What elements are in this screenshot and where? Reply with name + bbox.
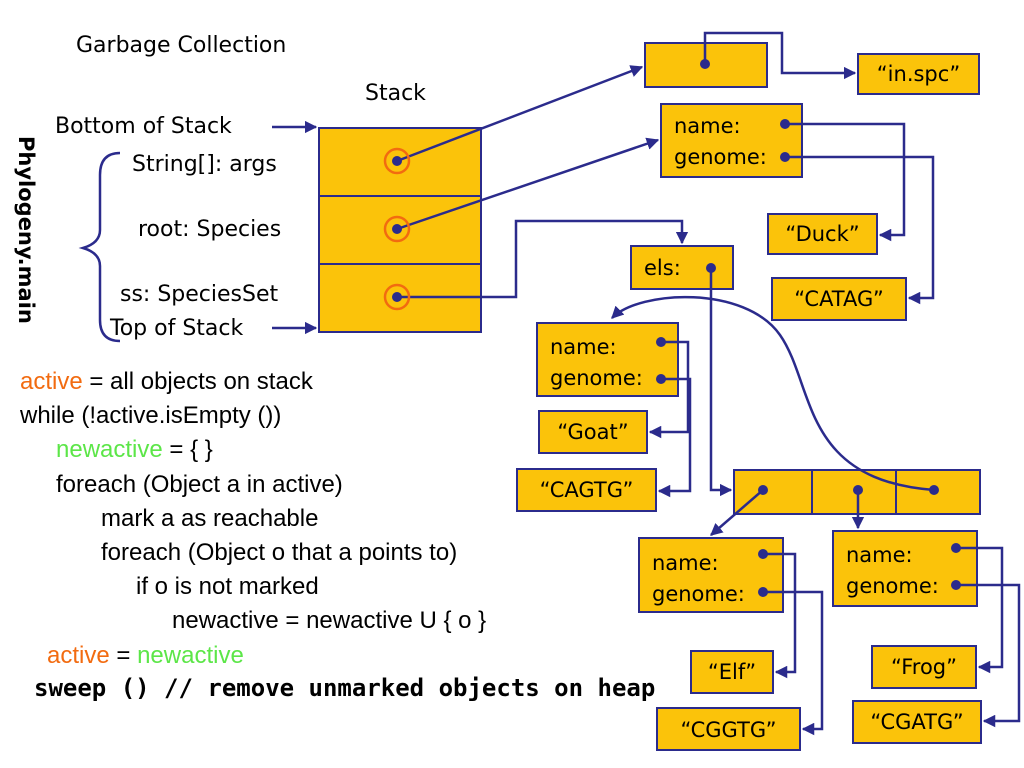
cgatg-text: “CGATG” <box>870 710 964 734</box>
frog-name-ptr <box>956 546 1004 674</box>
cell0-pointer <box>710 489 764 536</box>
code-line-9: active = newactive <box>47 642 244 669</box>
cagtg-text: “CAGTG” <box>539 478 634 502</box>
duck-text: “Duck” <box>785 222 860 246</box>
cggtg-box: “CGGTG” <box>656 707 801 751</box>
frog-genome-label: genome: <box>846 574 939 598</box>
goat-name-label: name: <box>550 335 617 359</box>
top-of-stack-label: Top of Stack <box>110 316 244 341</box>
elf-species-box: name: genome: <box>638 537 784 613</box>
duck-box: “Duck” <box>767 213 878 255</box>
elf-box: “Elf” <box>690 650 774 694</box>
code-line-1: active = all objects on stack <box>20 368 313 395</box>
args-pointer <box>396 65 644 163</box>
in-spc-box: “in.spc” <box>857 53 980 95</box>
cggtg-text: “CGGTG” <box>680 718 777 742</box>
in-spc-text: “in.spc” <box>876 62 961 86</box>
goat-genome-label: genome: <box>550 366 643 390</box>
root-species-box: name: genome: <box>660 103 803 178</box>
frog-name-label: name: <box>846 543 913 567</box>
ss-pointer <box>397 219 689 299</box>
root-name-label: name: <box>674 114 741 138</box>
root-pointer <box>396 137 660 231</box>
elf-text: “Elf” <box>707 660 757 684</box>
frog-species-box: name: genome: <box>832 530 978 607</box>
cgatg-box: “CGATG” <box>852 700 982 744</box>
elf-name-label: name: <box>652 551 719 575</box>
code-line-4: foreach (Object a in active) <box>56 471 343 498</box>
elf-genome-ptr <box>763 590 824 736</box>
root-name-ptr <box>785 122 906 242</box>
goat-genome-ptr <box>657 377 692 498</box>
code-line-7: if o is not marked <box>136 573 319 600</box>
cagtg-box: “CAGTG” <box>516 468 657 512</box>
goat-box: “Goat” <box>538 410 648 454</box>
els-label: els: <box>644 256 681 280</box>
goat-name-ptr <box>648 340 690 439</box>
stack-var-root: root: Species <box>138 217 282 242</box>
catag-box: “CATAG” <box>771 277 907 321</box>
els-pointer <box>709 268 733 497</box>
slide-title: Garbage Collection <box>76 33 287 58</box>
root-genome-ptr <box>785 155 935 305</box>
els-box: els: <box>630 245 734 290</box>
frog-box: “Frog” <box>871 645 977 689</box>
code-line-8: newactive = newactive U { o } <box>172 607 487 634</box>
root-genome-label: genome: <box>674 145 767 169</box>
goat-species-box: name: genome: <box>536 322 679 397</box>
bottom-of-stack-label: Bottom of Stack <box>55 114 232 139</box>
goat-text: “Goat” <box>557 420 629 444</box>
frog-genome-ptr <box>956 583 1021 728</box>
frog-text: “Frog” <box>890 655 957 679</box>
stack-var-ss: ss: SpeciesSet <box>120 282 279 307</box>
code-line-3: newactive = { } <box>56 436 213 463</box>
catag-text: “CATAG” <box>794 287 884 311</box>
code-line-2: while (!active.isEmpty ()) <box>20 402 282 429</box>
cell2-pointer <box>611 295 935 492</box>
frame-brace <box>78 151 121 343</box>
stack-var-args: String[]: args <box>132 152 277 177</box>
stack-ref-markers <box>383 147 411 311</box>
array-cell-0 <box>733 469 813 515</box>
code-line-sweep: sweep () // remove unmarked objects on h… <box>34 674 656 702</box>
elf-genome-label: genome: <box>652 582 745 606</box>
stack-header: Stack <box>365 81 426 106</box>
code-line-5: mark a as reachable <box>101 505 319 532</box>
array-to-in-spc <box>703 31 857 80</box>
elf-name-ptr <box>763 552 797 679</box>
code-line-6: foreach (Object o that a points to) <box>101 539 458 566</box>
